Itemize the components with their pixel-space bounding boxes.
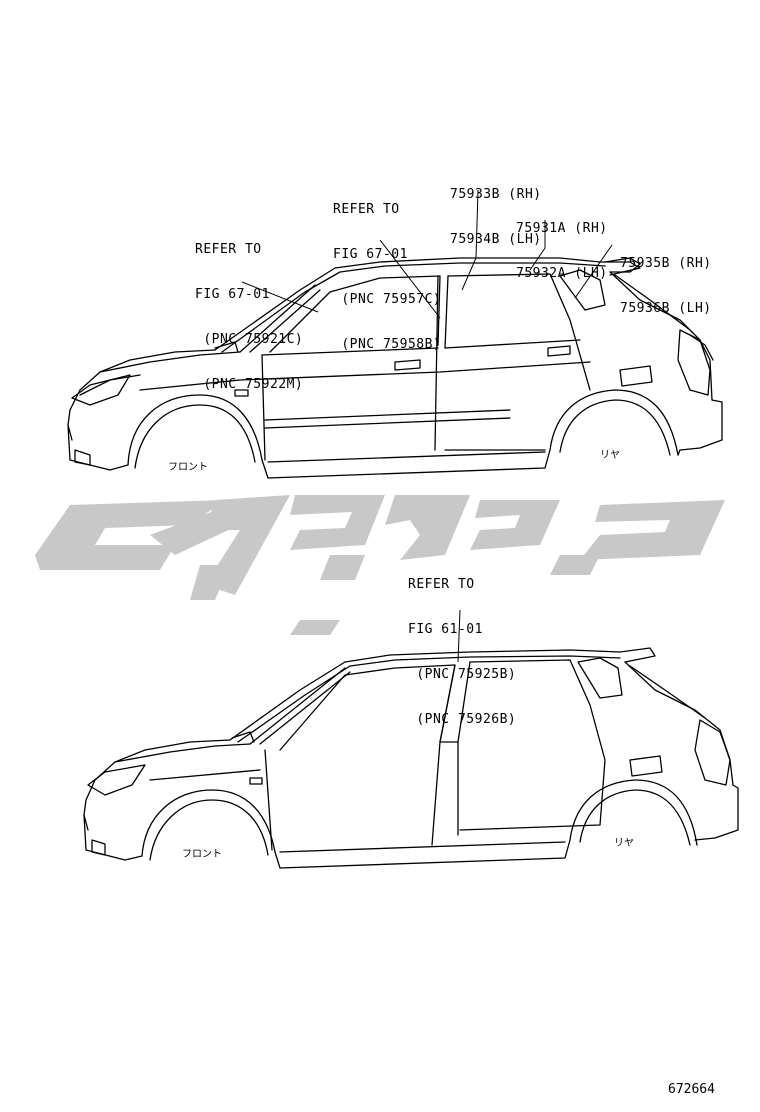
part-number: 75936B (LH)	[620, 301, 712, 316]
top-leader-lines	[241, 189, 613, 319]
callout-line: (PNC 75921C)	[195, 332, 304, 347]
callout-line: (PNC 75922M)	[195, 377, 304, 392]
callout-line: FIG 61-01	[408, 622, 483, 637]
diagram-number: 672664	[668, 1082, 715, 1097]
callout-refer-roof-side: REFER TO FIG 67-01 (PNC 75921C) (PNC 759…	[195, 212, 303, 422]
bottom-car	[83, 647, 739, 869]
callout-refer-body: REFER TO FIG 61-01 (PNC 75925B) (PNC 759…	[408, 547, 516, 757]
callout-line: (PNC 75958B)	[333, 337, 442, 352]
callout-line: REFER TO	[333, 202, 400, 217]
top-car	[67, 257, 723, 479]
rear-label-top: リヤ	[600, 450, 620, 461]
part-number: 75932A (LH)	[516, 266, 608, 281]
bottom-leader-lines	[457, 609, 461, 663]
callout-line: (PNC 75925B)	[408, 667, 517, 682]
callout-refer-window: REFER TO FIG 67-01 (PNC 75957C) (PNC 759…	[333, 172, 441, 382]
callout-part-rear: 75935B (RH) 75936B (LH)	[620, 226, 712, 346]
front-label-bottom: フロント	[182, 849, 222, 860]
front-label-top: フロント	[168, 462, 208, 473]
part-number: 75935B (RH)	[620, 256, 712, 271]
callout-line: REFER TO	[408, 577, 475, 592]
watermark-logo	[35, 495, 725, 635]
rear-label-bottom: リヤ	[614, 838, 634, 849]
callout-line: (PNC 75957C)	[333, 292, 442, 307]
callout-line: (PNC 75926B)	[408, 712, 517, 727]
part-number: 75933B (RH)	[450, 187, 542, 202]
callout-line: REFER TO	[195, 242, 262, 257]
callout-part-roof: 75931A (RH) 75932A (LH)	[516, 191, 608, 311]
callout-part-pillar: 75933B (RH) 75934B (LH)	[450, 157, 542, 277]
part-number: 75931A (RH)	[516, 221, 608, 236]
callout-line: FIG 67-01	[333, 247, 408, 262]
part-number: 75934B (LH)	[450, 232, 542, 247]
callout-line: FIG 67-01	[195, 287, 270, 302]
